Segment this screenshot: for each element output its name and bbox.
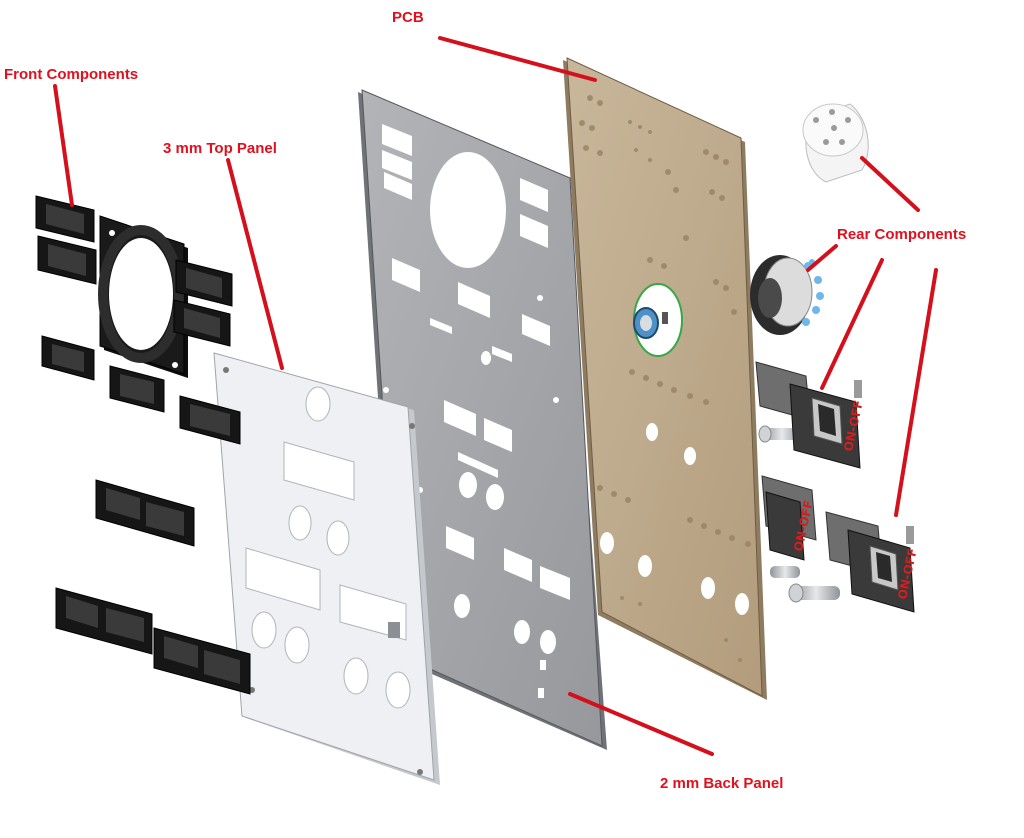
rear-components: ON-OFF ON-OFF ON-OFF — [750, 103, 920, 613]
leader-top-panel — [226, 158, 284, 370]
rect-bezel — [37, 235, 97, 285]
leader-pcb — [438, 36, 597, 82]
leader-rear-rotary — [806, 244, 838, 272]
leader-lines — [53, 36, 938, 756]
leader-rear-switch-2 — [894, 268, 938, 517]
label-pcb: PCB — [392, 9, 424, 26]
rect-bezel — [173, 299, 231, 347]
rect-bezel — [109, 365, 165, 413]
label-rear-components: Rear Components — [837, 226, 967, 243]
rect-bezel — [175, 259, 233, 307]
rect-bezel — [41, 335, 95, 381]
toggle-switch-icon: ON-OFF — [788, 511, 920, 613]
rotary-switch-icon — [750, 255, 824, 335]
label-front-components: Front Components — [4, 66, 139, 83]
rect-bezel-double — [55, 587, 153, 655]
toggle-switch-icon: ON-OFF — [761, 475, 817, 578]
leader-back-panel — [568, 692, 714, 756]
front-components — [35, 195, 251, 695]
round-bezel-ring — [98, 215, 188, 378]
pcb-board — [563, 57, 767, 700]
leader-rear-connector — [860, 156, 920, 212]
top-panel — [213, 352, 440, 785]
label-back-panel: 2 mm Back Panel — [660, 775, 784, 792]
rect-bezel — [35, 195, 95, 243]
label-top-panel: 3 mm Top Panel — [163, 140, 277, 157]
leader-rear-switch-1 — [820, 258, 884, 390]
toggle-switch-icon: ON-OFF — [755, 361, 866, 469]
rect-bezel — [179, 395, 241, 445]
rect-bezel-double — [153, 627, 251, 695]
rect-bezel-double — [95, 479, 195, 547]
leader-front — [53, 84, 74, 207]
round-connector-icon — [802, 103, 869, 183]
rotary-switch-footprint — [633, 283, 683, 357]
